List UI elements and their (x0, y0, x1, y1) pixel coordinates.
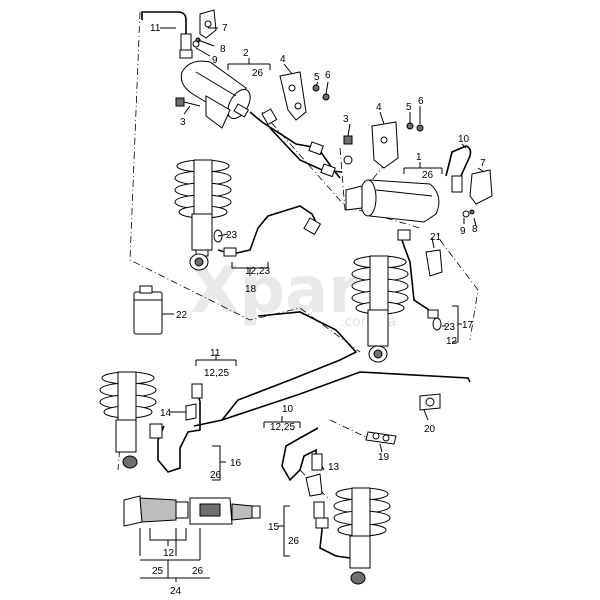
label-23-left: 23 (226, 230, 238, 241)
strut-rear-left (99, 371, 157, 469)
label-8-top: 8 (220, 44, 226, 55)
brake-line-18 (217, 205, 322, 257)
part-number-labels: 11 7 8 9 2 26 4 5 6 3 3 4 5 6 1 26 10 7 … (150, 23, 486, 597)
bracket-13 (305, 473, 323, 497)
label-8-right: 8 (472, 224, 478, 235)
label-9-top: 9 (212, 55, 218, 66)
label-11-top: 11 (150, 23, 161, 34)
label-26-left: 26 (210, 470, 222, 481)
label-15: 15 (268, 522, 280, 533)
label-7-right: 7 (480, 158, 486, 169)
label-21: 21 (430, 232, 442, 243)
label-12-23: 12,23 (245, 266, 270, 277)
label-12-right: 12 (446, 336, 458, 347)
label-26-top: 26 (252, 68, 264, 79)
label-9-right: 9 (460, 226, 466, 237)
label-3-left: 3 (180, 117, 186, 128)
label-3-right: 3 (343, 114, 349, 125)
leader-lines (139, 27, 485, 582)
label-17: 17 (462, 320, 474, 331)
label-1: 1 (416, 152, 422, 163)
bracket-7-top (199, 9, 217, 39)
label-16: 16 (230, 458, 242, 469)
label-26-right: 26 (422, 170, 434, 181)
label-18: 18 (245, 284, 257, 295)
label-4-upper: 4 (280, 54, 286, 65)
brake-line-11-mid (193, 311, 471, 427)
nut-5-6-right (406, 122, 424, 132)
bracket-14 (185, 403, 197, 421)
line-and-bracket-21 (397, 229, 443, 313)
brake-line-11-top (141, 11, 193, 59)
bracket-4-upper (279, 71, 307, 121)
brake-line-10-right (445, 145, 472, 193)
label-14: 14 (160, 408, 172, 419)
connecting-line-upper (249, 108, 343, 179)
label-24: 24 (170, 586, 182, 597)
bolt-3-right (343, 135, 353, 165)
label-12-25-right: 12,25 (270, 422, 295, 433)
watermark-text: Xpart (190, 254, 391, 328)
label-26-lower-right: 26 (288, 536, 300, 547)
clip-20 (419, 393, 441, 411)
label-7-top: 7 (222, 23, 228, 34)
bolt-3-left (175, 97, 201, 107)
label-12-25-left: 12,25 (204, 368, 229, 379)
brake-line-26-right (313, 501, 351, 559)
strut-front-left (174, 159, 232, 271)
clip-19 (365, 431, 397, 445)
label-10-right: 10 (458, 134, 470, 145)
o-ring-23-right (427, 309, 442, 331)
accumulator-1 (345, 179, 440, 223)
label-25: 25 (152, 566, 164, 577)
bracket-7-right (469, 169, 493, 205)
label-26-detail: 26 (192, 566, 204, 577)
accumulator-2 (180, 60, 251, 129)
label-2: 2 (243, 48, 249, 59)
brake-line-26-left (149, 383, 203, 473)
label-5-right: 5 (406, 102, 412, 113)
brake-line-10-lower (281, 427, 323, 482)
label-5-upper: 5 (314, 72, 320, 83)
label-10-lower: 10 (282, 404, 294, 415)
label-11-mid: 11 (210, 348, 221, 359)
strut-front-right (351, 255, 409, 363)
label-6-upper: 6 (325, 70, 331, 81)
label-20: 20 (424, 424, 436, 435)
nut-5-6-upper (312, 84, 330, 101)
label-12-detail: 12 (163, 548, 175, 559)
bolt-8-9-right (462, 209, 475, 218)
label-19: 19 (378, 452, 390, 463)
label-23-right: 23 (444, 322, 456, 333)
bracket-4-right (371, 121, 399, 169)
bolt-8-9-top (192, 37, 201, 48)
label-4-right: 4 (376, 102, 382, 113)
fluid-container-22 (133, 285, 163, 335)
strut-rear-right (333, 487, 391, 585)
connector-detail-24 (123, 495, 261, 527)
label-6-right: 6 (418, 96, 424, 107)
label-22: 22 (176, 310, 188, 321)
label-13: 13 (328, 462, 340, 473)
